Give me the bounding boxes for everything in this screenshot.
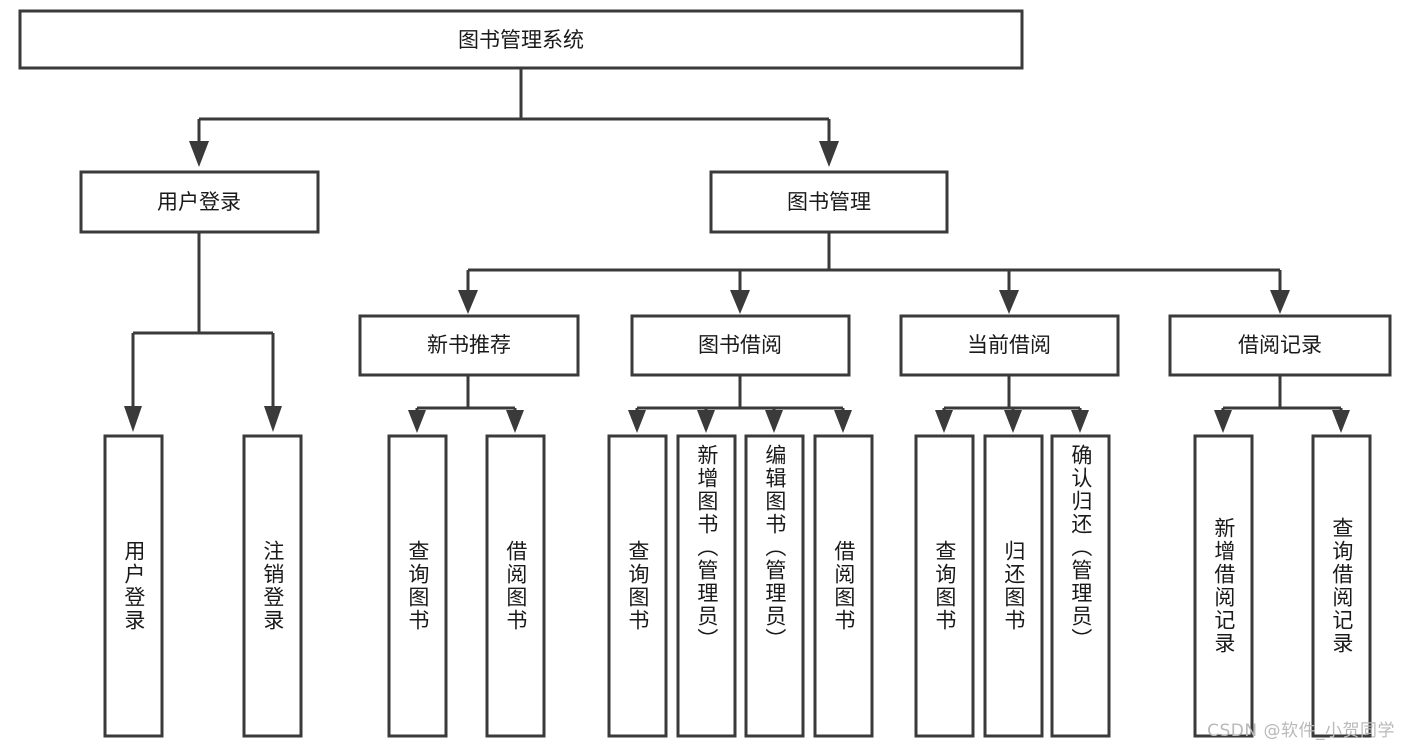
node-user-login-box[interactable] bbox=[79, 170, 320, 234]
node-current-borrow[interactable]: 当前借阅 bbox=[899, 314, 1120, 377]
node-book-borrow-label: 图书借阅 bbox=[698, 333, 782, 357]
connector-group-user-login bbox=[124, 232, 282, 432]
arrow-head-to-book-mgmt bbox=[819, 141, 839, 167]
node-new-book-recommend-box[interactable] bbox=[358, 314, 580, 377]
csdn-watermark: CSDN @软件_小贺同学 bbox=[1207, 721, 1395, 741]
node-root-box[interactable] bbox=[18, 9, 1024, 70]
arrow-head-borrow-record bbox=[1270, 290, 1290, 314]
node-book-management[interactable]: 图书管理 bbox=[709, 170, 949, 234]
leaf-box-confirm-return-admin[interactable] bbox=[1050, 434, 1111, 738]
arrow-head-current-l1 bbox=[935, 410, 953, 433]
node-book-management-label: 图书管理 bbox=[787, 190, 871, 214]
node-current-borrow-label: 当前借阅 bbox=[967, 333, 1051, 357]
leaf-box-query-book-3[interactable] bbox=[914, 434, 975, 738]
arrow-head-current-l2 bbox=[1004, 410, 1022, 433]
leaf-box-group bbox=[103, 434, 1372, 738]
node-root[interactable]: 图书管理系统 bbox=[18, 9, 1024, 70]
leaf-box-logout[interactable] bbox=[242, 434, 303, 738]
arrow-head-borrow-l3 bbox=[765, 410, 783, 433]
connector-group-borrow-book bbox=[628, 375, 852, 433]
arrow-head-newbook-l2 bbox=[506, 410, 524, 433]
node-book-borrow-box[interactable] bbox=[630, 314, 851, 377]
connector-group-borrow-record bbox=[1214, 375, 1350, 433]
arrow-head-user-leaf2 bbox=[264, 406, 282, 432]
arrow-head-borrow-l4 bbox=[834, 410, 852, 433]
leaf-box-return-book[interactable] bbox=[983, 434, 1044, 738]
node-borrow-record-label: 借阅记录 bbox=[1238, 333, 1322, 357]
arrow-head-current-l3 bbox=[1071, 410, 1089, 433]
arrow-head-borrow-l1 bbox=[628, 410, 646, 433]
arrow-head-borrow-book bbox=[730, 290, 750, 314]
node-new-book-recommend[interactable]: 新书推荐 bbox=[358, 314, 580, 377]
arrow-head-record-l2 bbox=[1332, 410, 1350, 433]
arrow-head-borrow-l2 bbox=[697, 410, 715, 433]
connector-group-current-borrow bbox=[935, 375, 1089, 433]
arrow-head-newbook-l1 bbox=[408, 410, 426, 433]
connector-group-new-book bbox=[408, 375, 524, 433]
leaf-box-borrow-book-1[interactable] bbox=[485, 434, 546, 738]
arrow-head-record-l1 bbox=[1214, 410, 1232, 433]
node-borrow-record-box[interactable] bbox=[1168, 314, 1392, 377]
leaf-box-add-borrow-record[interactable] bbox=[1193, 434, 1254, 738]
leaf-box-edit-book-admin[interactable] bbox=[744, 434, 805, 738]
connector-group-root bbox=[189, 68, 839, 167]
node-borrow-record[interactable]: 借阅记录 bbox=[1168, 314, 1392, 377]
node-new-book-recommend-label: 新书推荐 bbox=[427, 333, 511, 357]
leaf-box-user-login[interactable] bbox=[103, 434, 164, 738]
node-book-management-box[interactable] bbox=[709, 170, 949, 234]
leaf-box-query-book-1[interactable] bbox=[387, 434, 448, 738]
leaf-box-query-book-2[interactable] bbox=[607, 434, 668, 738]
arrow-head-new-book bbox=[458, 290, 478, 314]
node-user-login-label: 用户登录 bbox=[157, 190, 241, 214]
node-current-borrow-box[interactable] bbox=[899, 314, 1120, 377]
arrow-head-to-user-login bbox=[189, 141, 209, 167]
leaf-box-query-borrow-record[interactable] bbox=[1311, 434, 1372, 738]
arrow-head-user-leaf1 bbox=[124, 406, 142, 432]
arrow-head-current-borrow bbox=[999, 290, 1019, 314]
node-root-label: 图书管理系统 bbox=[458, 28, 584, 52]
leaf-box-add-book-admin[interactable] bbox=[676, 434, 737, 738]
connector-group-book-mgmt bbox=[458, 232, 1290, 314]
leaf-box-borrow-book-2[interactable] bbox=[813, 434, 874, 738]
node-user-login[interactable]: 用户登录 bbox=[79, 170, 320, 234]
node-book-borrow[interactable]: 图书借阅 bbox=[630, 314, 851, 377]
